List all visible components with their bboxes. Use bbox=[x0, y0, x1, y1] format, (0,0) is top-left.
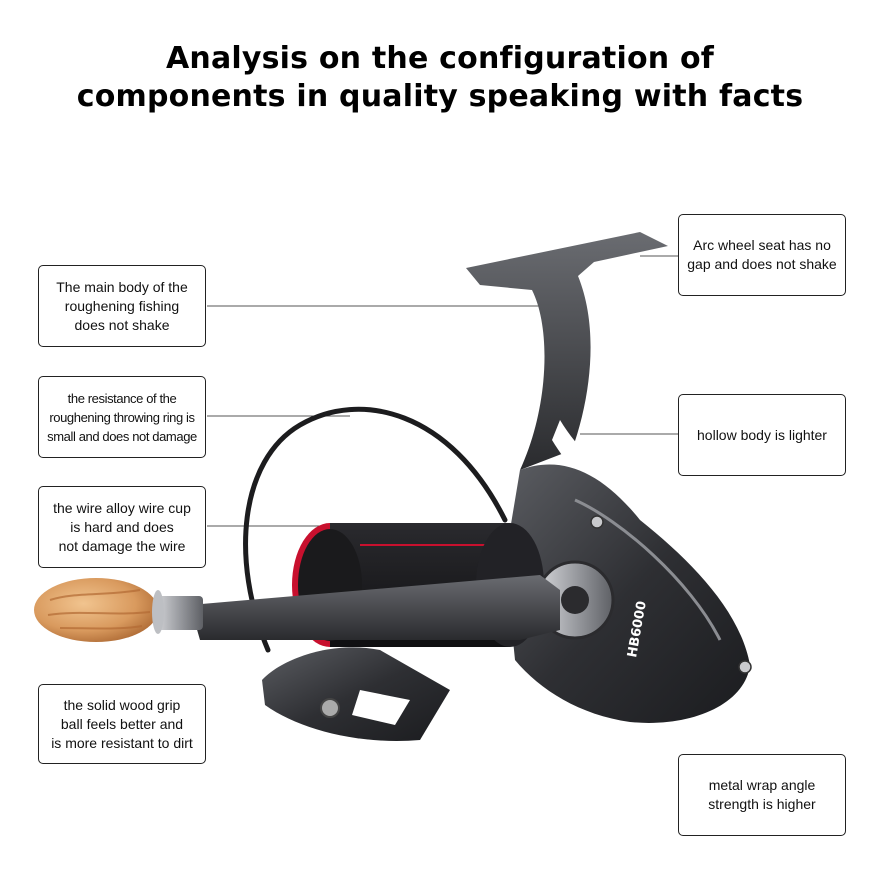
callout-throwing-ring: the resistance of the roughening throwin… bbox=[38, 376, 206, 458]
body-highlight bbox=[574, 498, 722, 641]
callout-main-body: The main body of the roughening fishing … bbox=[38, 265, 206, 347]
callout-hollow-body: hollow body is lighter bbox=[678, 394, 846, 476]
title-line-1: Analysis on the configuration of bbox=[165, 41, 715, 76]
callout-arc-seat: Arc wheel seat has no gap and does not s… bbox=[678, 214, 846, 296]
handle-shaft bbox=[155, 596, 203, 630]
callout-wire-cup: the wire alloy wire cup is hard and does… bbox=[38, 486, 206, 568]
rotor-base bbox=[262, 647, 450, 741]
reel-foot bbox=[466, 232, 668, 470]
callout-wood-grip: the solid wood grip ball feels better an… bbox=[38, 684, 206, 764]
handle-arm bbox=[190, 575, 560, 640]
reel-main-body bbox=[505, 464, 750, 723]
callout-metal-wrap: metal wrap angle strength is higher bbox=[678, 754, 846, 836]
page-title: Analysis on the configuration of compone… bbox=[0, 40, 880, 116]
rotor-screw bbox=[320, 698, 340, 718]
bail-wire bbox=[243, 406, 508, 653]
wood-grip-icon bbox=[34, 578, 158, 642]
hollow-slot bbox=[552, 420, 640, 520]
rotor-cutout bbox=[352, 690, 410, 725]
title-line-2: components in quality speaking with fact… bbox=[76, 79, 804, 114]
